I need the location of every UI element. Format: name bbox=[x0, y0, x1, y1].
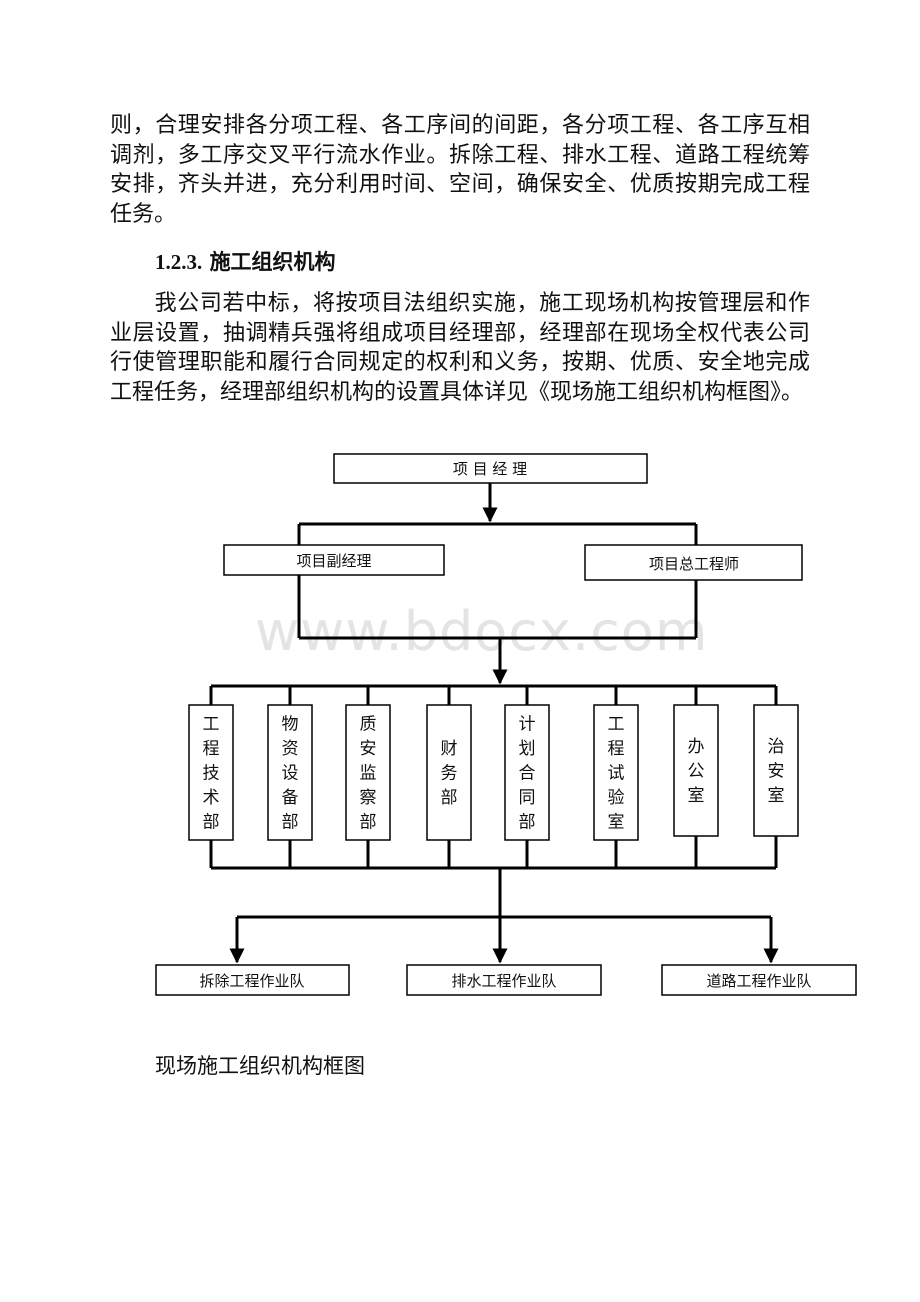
department-label: 计划合同部 bbox=[519, 715, 536, 833]
figure-caption: 现场施工组织机构框图 bbox=[155, 1054, 365, 1078]
department-group: 工程技术部 物资设备部 质安监察部 财务部 计划合同部 工程试验室 办公室 治安室 bbox=[188, 686, 799, 868]
department-2: 物资设备部 bbox=[267, 686, 313, 868]
section-number: 1.2.3. bbox=[155, 250, 203, 274]
org-deputy-node-2: 项目总工程师 bbox=[584, 544, 803, 581]
section-title: 施工组织机构 bbox=[209, 249, 336, 274]
org-team-label-2: 排水工程作业队 bbox=[451, 972, 556, 990]
department-7: 办公室 bbox=[673, 686, 719, 868]
department-5: 计划合同部 bbox=[504, 686, 550, 868]
org-team-box-3 bbox=[661, 964, 857, 996]
body-paragraph-2: 我公司若中标，将按项目法组织实施，施工现场机构按管理层和作业层设置，抽调精兵强将… bbox=[110, 289, 810, 407]
department-label: 治安室 bbox=[768, 737, 785, 806]
department-label: 财务部 bbox=[441, 739, 458, 808]
department-box bbox=[504, 704, 550, 841]
department-label: 工程试验室 bbox=[608, 715, 625, 833]
body-paragraph-2-text: 我公司若中标，将按项目法组织实施，施工现场机构按管理层和作业层设置，抽调精兵强将… bbox=[110, 291, 810, 405]
watermark: www.bdocx.com bbox=[255, 600, 709, 663]
org-team-label-1: 拆除工程作业队 bbox=[199, 972, 304, 990]
org-team-label-3: 道路工程作业队 bbox=[706, 972, 811, 990]
department-box bbox=[673, 704, 719, 837]
org-deputy-label-2: 项目总工程师 bbox=[649, 555, 739, 573]
department-8: 治安室 bbox=[753, 686, 799, 868]
org-top-node: 项 目 经 理 bbox=[333, 453, 648, 484]
department-label: 办公室 bbox=[688, 737, 705, 806]
department-label: 物资设备部 bbox=[282, 715, 299, 833]
org-team-node-1: 拆除工程作业队 bbox=[155, 964, 350, 996]
body-paragraph-1: 则，合理安排各分项工程、各工序间的间距，各分项工程、各工序互相调剂，多工序交叉平… bbox=[110, 113, 810, 227]
department-4: 财务部 bbox=[426, 686, 472, 868]
org-deputy-node-1: 项目副经理 bbox=[223, 544, 445, 576]
department-1: 工程技术部 bbox=[188, 686, 234, 868]
department-6: 工程试验室 bbox=[593, 686, 639, 868]
org-team-node-2: 排水工程作业队 bbox=[406, 964, 602, 996]
department-label: 工程技术部 bbox=[203, 715, 220, 833]
section-heading: 1.2.3. 施工组织机构 bbox=[155, 247, 336, 277]
org-deputy-box-1 bbox=[223, 544, 445, 576]
org-team-node-3: 道路工程作业队 bbox=[661, 964, 857, 996]
department-label: 质安监察部 bbox=[360, 715, 377, 833]
department-3: 质安监察部 bbox=[345, 686, 391, 868]
org-team-box-2 bbox=[406, 964, 602, 996]
department-box bbox=[267, 704, 313, 841]
org-top-box bbox=[333, 453, 648, 484]
org-top-label: 项 目 经 理 bbox=[453, 460, 527, 478]
org-team-box-1 bbox=[155, 964, 350, 996]
org-deputy-box-2 bbox=[584, 544, 803, 581]
org-deputy-label-1: 项目副经理 bbox=[296, 552, 371, 570]
department-box bbox=[345, 704, 391, 841]
